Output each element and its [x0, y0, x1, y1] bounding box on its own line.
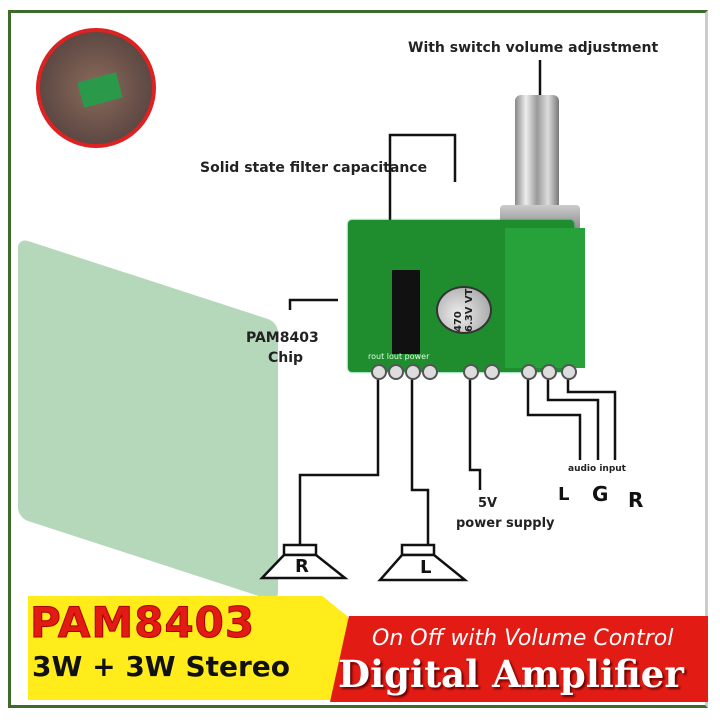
wire-speaker-r — [298, 376, 380, 545]
potentiometer-body — [505, 228, 585, 368]
pam8403-chip — [392, 270, 420, 354]
wire-power — [468, 376, 482, 490]
inset-photo-circle — [36, 28, 156, 148]
label-switch-volume: With switch volume adjustment — [408, 40, 659, 56]
pin — [371, 364, 387, 380]
pin — [541, 364, 557, 380]
image-frame — [8, 10, 708, 708]
wire-audio-r — [566, 376, 617, 460]
banner-feature: On Off with Volume Control — [372, 626, 674, 651]
pcb-silkscreen: rout lout power — [368, 352, 430, 361]
label-audio-input: audio input — [568, 464, 626, 474]
label-audio-r: R — [628, 488, 644, 512]
label-chip-line2: Chip — [268, 350, 304, 366]
label-filter-capacitance: Solid state filter capacitance — [200, 160, 428, 176]
pin — [388, 364, 404, 380]
pin — [422, 364, 438, 380]
capacitor-pointer-line — [388, 133, 457, 220]
pin — [463, 364, 479, 380]
wire-audio-g — [546, 376, 600, 460]
banner-yellow — [28, 596, 348, 700]
pin — [521, 364, 537, 380]
pin — [405, 364, 421, 380]
banner-red — [330, 616, 708, 702]
speaker-r-label: R — [295, 556, 309, 577]
wire-audio-l — [526, 376, 582, 460]
filter-capacitor: 470 6.3V VT — [436, 286, 492, 334]
potentiometer-shaft — [515, 95, 559, 215]
label-5v: 5V — [478, 496, 498, 511]
speaker-r-icon — [259, 543, 349, 580]
banner-model: PAM8403 — [29, 598, 256, 648]
wire-speaker-l — [410, 376, 430, 545]
chip-pointer-line — [288, 298, 338, 310]
label-power-supply: power supply — [456, 516, 555, 531]
label-audio-g: G — [592, 482, 609, 506]
banner-product: Digital Amplifier — [338, 652, 684, 696]
speaker-l-icon — [377, 543, 469, 582]
speaker-l-label: L — [420, 557, 432, 578]
label-chip-line1: PAM8403 — [246, 330, 319, 346]
label-audio-l: L — [558, 484, 570, 505]
pin — [561, 364, 577, 380]
banner-power: 3W + 3W Stereo — [32, 650, 291, 683]
pin — [484, 364, 500, 380]
